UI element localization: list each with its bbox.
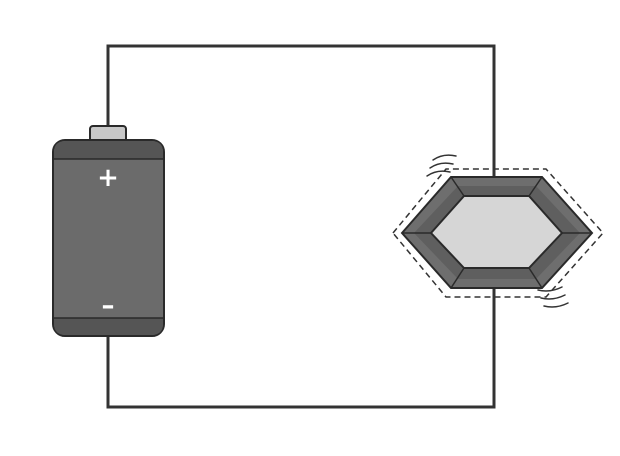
piezo-crystal-icon <box>392 168 605 298</box>
battery-negative-symbol: – <box>102 291 115 321</box>
battery-icon: + – <box>52 125 165 337</box>
circuit-wires <box>106 44 496 409</box>
crystal-outline-dashed <box>392 168 605 298</box>
battery-body <box>52 139 165 337</box>
wire-bottom <box>106 286 496 409</box>
wire-top <box>106 44 496 177</box>
vibration-lines-icon <box>426 154 569 308</box>
vibration-line-top-2 <box>429 162 454 169</box>
battery-bottom-band <box>54 318 163 335</box>
vibration-line-bottom-3 <box>543 302 569 308</box>
crystal-bevel-edges <box>402 176 592 289</box>
vibration-line-bottom-1 <box>537 286 563 292</box>
vibration-line-top-3 <box>426 170 451 177</box>
battery-top-band <box>54 141 163 159</box>
vibration-line-top-1 <box>432 154 457 161</box>
vibration-line-bottom-2 <box>540 294 566 300</box>
battery-positive-symbol: + <box>97 163 119 193</box>
